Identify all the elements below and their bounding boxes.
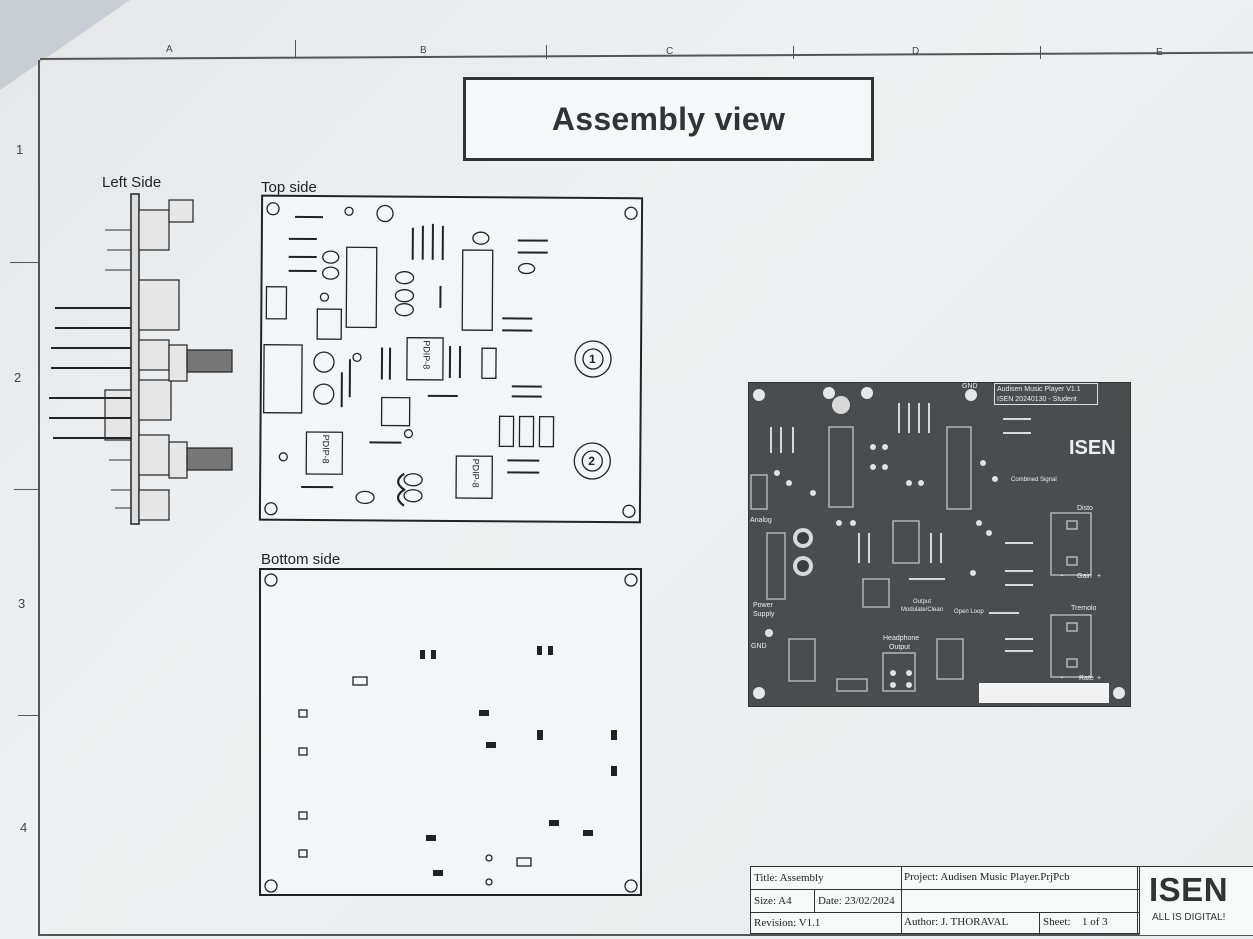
row-label-4: 4 xyxy=(20,820,28,835)
col-tick xyxy=(546,45,547,59)
row-label-1: 1 xyxy=(16,142,24,157)
bottom-side-components xyxy=(264,573,638,893)
pcb-headphone: Headphone xyxy=(883,635,920,642)
tb-project: Project: Audisen Music Player.PrjPcb xyxy=(904,871,1070,883)
tb-line xyxy=(1039,912,1040,935)
col-label-e: E xyxy=(1156,47,1163,58)
col-label-d: D xyxy=(912,46,920,57)
tb-sheet-label: Sheet: xyxy=(1043,916,1071,928)
col-tick xyxy=(793,46,794,59)
tb-line xyxy=(751,912,1139,913)
tb-revision: Revision: V1.1 xyxy=(754,917,821,929)
tb-line xyxy=(814,889,815,912)
pcb-analog: Analog xyxy=(750,517,772,524)
col-tick xyxy=(295,40,296,58)
pcb-combined: Combined Signal xyxy=(1011,477,1057,483)
left-side-view xyxy=(49,193,233,525)
pcb-supply: Supply xyxy=(753,611,775,618)
paper-fold xyxy=(0,0,130,90)
pcb-gain-minus: - xyxy=(1061,573,1064,580)
pcb-modulate: Modulate/Clean xyxy=(901,607,944,613)
pcb-disto: Disto xyxy=(1077,505,1093,512)
tb-date: Date: 23/02/2024 xyxy=(818,895,895,907)
col-label-a: A xyxy=(166,44,173,55)
pcb-gnd-top: GND xyxy=(962,383,978,390)
pcb-gnd-left: GND xyxy=(751,643,767,650)
bottom-side-board xyxy=(259,568,642,896)
frame-bottom xyxy=(38,934,1253,936)
left-side-label: Left Side xyxy=(102,174,162,191)
col-label-c: C xyxy=(666,46,674,57)
pot-label-1: 1 xyxy=(588,351,596,367)
pcb-header-line1: Audisen Music Player V1.1 xyxy=(997,386,1081,393)
title-block: Title: Assembly Project: Audisen Music P… xyxy=(750,866,1140,935)
top-side-components xyxy=(262,202,638,518)
row-label-2: 2 xyxy=(14,370,22,385)
pcb-header-line2: ISEN 20240130 - Student xyxy=(997,396,1077,403)
pcb-output: Output xyxy=(889,644,911,651)
tb-line xyxy=(751,889,1139,890)
pcb-rate-plus: + xyxy=(1097,675,1102,682)
pcb-tremolo: Tremolo xyxy=(1071,605,1097,612)
pcb-render: Audisen Music Player V1.1 ISEN 20240130 … xyxy=(748,382,1131,707)
tb-line xyxy=(901,867,902,933)
top-side-board: PDIP-8 PDIP-8 PDIP-8 1 2 xyxy=(258,194,644,524)
row-tick xyxy=(18,715,38,716)
bottom-side-label: Bottom side xyxy=(261,551,341,568)
chip-label-1: PDIP-8 xyxy=(421,340,432,370)
row-tick xyxy=(10,262,38,263)
logo-name: ISEN xyxy=(1149,871,1229,908)
chip-label-3: PDIP-8 xyxy=(470,458,481,488)
isen-logo: ISEN ALL IS DIGITAL! xyxy=(1140,866,1253,935)
pcb-brand: ISEN xyxy=(1069,437,1116,459)
tb-line xyxy=(1137,867,1138,933)
frame-left xyxy=(38,60,40,934)
pcb-gain-plus: + xyxy=(1097,573,1102,580)
frame-top xyxy=(39,51,1253,60)
chip-label-2: PDIP-8 xyxy=(320,434,331,464)
tb-sheet-value: 1 of 3 xyxy=(1082,916,1108,928)
pcb-open-loop: Open Loop xyxy=(954,609,984,615)
pcb-rate-minus: - xyxy=(1061,675,1064,682)
pcb-rate: Rate xyxy=(1079,675,1094,682)
row-tick xyxy=(14,489,38,490)
top-side-label: Top side xyxy=(261,179,317,196)
drawing-title: Assembly view xyxy=(551,100,786,137)
pot-label-2: 2 xyxy=(588,453,596,469)
tb-author: Author: J. THORAVAL xyxy=(904,916,1009,928)
tb-size: Size: A4 xyxy=(754,895,792,907)
drawing-title-box: Assembly view xyxy=(463,77,874,161)
pcb-header-box: Audisen Music Player V1.1 ISEN 20240130 … xyxy=(994,383,1098,405)
col-tick xyxy=(1040,46,1041,59)
col-label-b: B xyxy=(420,45,427,56)
row-label-3: 3 xyxy=(18,596,26,611)
pcb-gain: Gain xyxy=(1077,573,1092,580)
pcb-render-graphics xyxy=(750,387,1125,703)
tb-title: Title: Assembly xyxy=(754,872,824,884)
pcb-output-mod: Output xyxy=(913,599,932,605)
pcb-power: Power xyxy=(753,602,773,609)
logo-tagline: ALL IS DIGITAL! xyxy=(1152,912,1226,923)
